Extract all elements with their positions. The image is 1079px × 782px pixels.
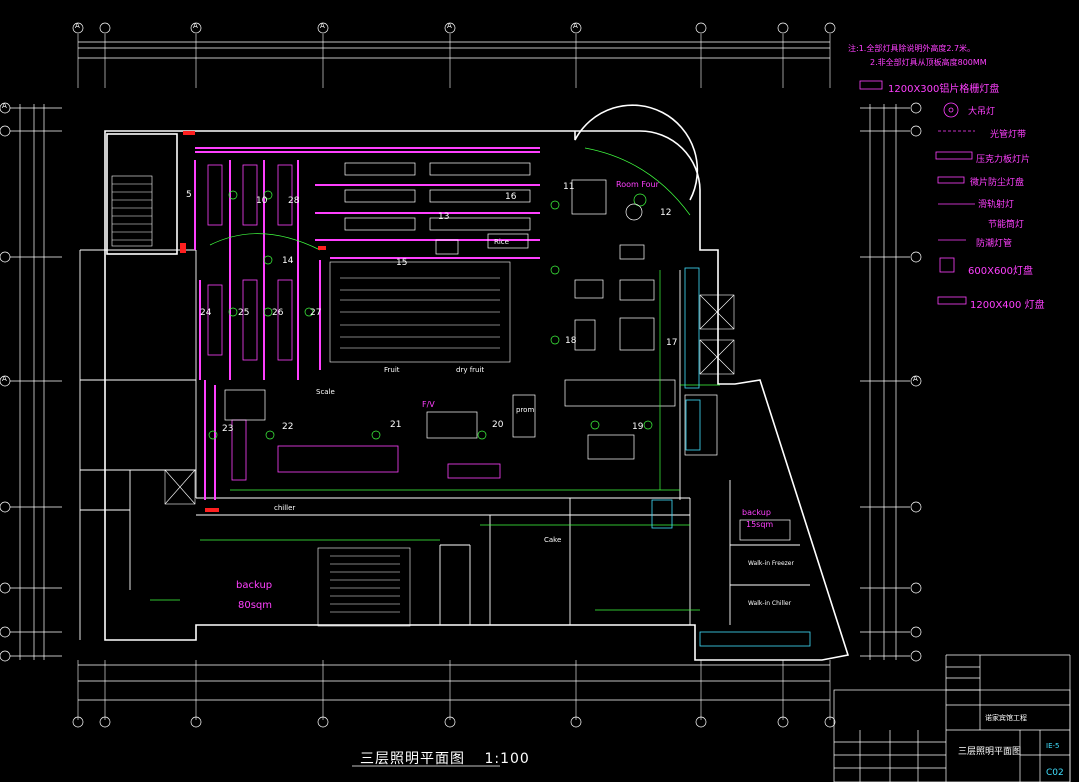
zone-number: 26 [272, 308, 284, 318]
grid-letter: A [573, 22, 578, 30]
zone-number: 28 [288, 196, 300, 206]
zone-number: 19 [632, 422, 644, 432]
room-scale: Scale [316, 388, 335, 396]
room-cake: Cake [544, 536, 562, 544]
zone-number: 20 [492, 420, 504, 430]
legend-item-moisture-tube: 防潮灯管 [976, 239, 1013, 249]
grid-letter: A [447, 22, 452, 30]
shelving-units [224, 162, 791, 541]
room-backup-right-area: 15sqm [746, 520, 774, 529]
zone-number: 5 [186, 190, 192, 200]
circuit-wiring [150, 147, 720, 611]
zone-number: 27 [310, 308, 322, 318]
grille-panels [207, 80, 975, 481]
legend-item-pendant: 大吊灯 [968, 107, 996, 117]
red-markers [180, 131, 326, 512]
legend-item-panel-600: 600X600灯盘 [968, 266, 1034, 277]
grid-letter: A [320, 22, 325, 30]
legend-item-track-spot: 滑轨射灯 [978, 200, 1015, 210]
room-fruit: Fruit [384, 366, 400, 374]
plan-title: 三层照明平面图 1:100 [360, 748, 530, 768]
zone-number: 15 [396, 258, 408, 268]
top-dimension-lines [78, 41, 830, 701]
room-backup-left: backup [236, 580, 273, 591]
grid-letter: A [75, 22, 80, 30]
escalator [329, 261, 511, 363]
downlights [208, 190, 653, 440]
note-line-2: 2.非全部灯具从顶板高度800MM [870, 58, 987, 67]
zone-number: 18 [565, 336, 577, 346]
title-block-project: 诺家宾馆工程 [985, 714, 1027, 722]
zone-number: 10 [256, 196, 268, 206]
title-block-drawing-no: IE-5 [1046, 742, 1060, 750]
building-outline [104, 104, 850, 661]
legend-item-dust-panel: 微片防尘灯盘 [970, 178, 1025, 188]
side-dimension-lines [10, 104, 910, 660]
grid-letter: A [913, 375, 918, 383]
drawing-notes: 注:1.全部灯具除说明外高度2.7米。 2.非全部灯具从顶板高度800MM [848, 42, 987, 70]
title-block-sheet: C02 [1046, 768, 1064, 778]
room-four: Room Four [616, 180, 659, 189]
title-block-frame [352, 654, 1071, 782]
room-fv: F/V [422, 400, 435, 409]
room-backup-right: backup [742, 508, 771, 517]
zone-number: 11 [563, 182, 575, 192]
room-walk-in-chiller: Walk-in Chiller [748, 600, 792, 607]
shelving-lights [194, 147, 540, 500]
legend-item-panel-1200: 1200X400 灯盘 [970, 300, 1045, 311]
room-prom: prom [516, 406, 535, 414]
zone-number: 25 [238, 308, 250, 318]
room-rice: Rice [494, 238, 509, 246]
zone-number: 13 [438, 212, 450, 222]
stairs [111, 175, 735, 627]
title-block-drawing-name: 三层照明平面图 [958, 747, 1022, 757]
note-line-1: 注:1.全部灯具除说明外高度2.7米。 [848, 44, 976, 53]
legend-item-dashed-strip: 光管灯带 [990, 130, 1027, 140]
grid-ticks [77, 34, 831, 720]
zone-number: 17 [666, 338, 678, 348]
zone-number: 16 [505, 192, 517, 202]
zone-number: 24 [200, 308, 212, 318]
zone-number: 23 [222, 424, 234, 434]
zone-number: 21 [390, 420, 402, 430]
plan-scale: 1:100 [484, 751, 530, 767]
partition-walls [79, 249, 810, 640]
room-dry-fruit: dry fruit [456, 366, 485, 374]
legend-item-acrylic-panel: 压克力板灯片 [976, 155, 1031, 165]
grid-bubbles [0, 22, 922, 728]
legend-item-downlight: 节能筒灯 [988, 220, 1025, 230]
grid-letter: A [193, 22, 198, 30]
zone-number: 22 [282, 422, 294, 432]
refrigeration-equipment [651, 267, 811, 647]
grid-letter: A [2, 375, 7, 383]
plan-title-text: 三层照明平面图 [360, 751, 465, 767]
room-walk-in-freezer: Walk-in Freezer [748, 560, 794, 567]
grid-letter: A [2, 102, 7, 110]
zone-number: 12 [660, 208, 672, 218]
zone-number: 14 [282, 256, 294, 266]
legend-item-grille-panel: 1200X300铝片格栅灯盘 [888, 84, 1000, 95]
room-chiller: chiller [274, 504, 296, 512]
room-backup-left-area: 80sqm [238, 600, 273, 611]
